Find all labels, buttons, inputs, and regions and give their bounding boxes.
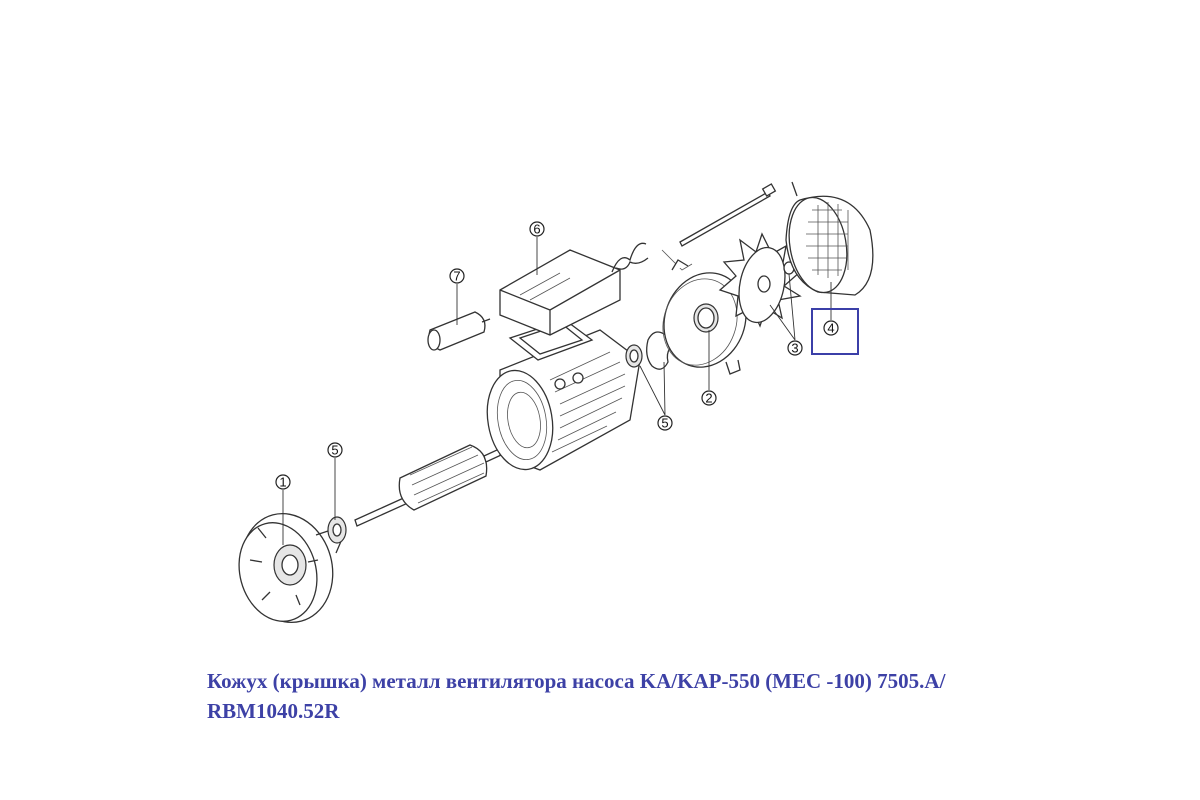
callout-4: 4 <box>823 320 839 336</box>
terminal-box-part <box>499 242 649 336</box>
callout-5-front: 5 <box>327 442 343 458</box>
svg-text:3: 3 <box>791 341 798 356</box>
callout-6: 6 <box>529 221 545 237</box>
svg-text:2: 2 <box>705 391 712 406</box>
svg-text:5: 5 <box>331 443 338 458</box>
svg-text:7: 7 <box>453 269 460 284</box>
product-caption: Кожух (крышка) металл вентилятора насоса… <box>207 666 967 726</box>
stator-housing-part <box>486 319 641 471</box>
fan-cover-part <box>785 181 874 296</box>
rear-bearing-part <box>625 331 672 370</box>
fan-part <box>718 232 802 328</box>
caption-line-1: Кожух (крышка) металл вентилятора насоса… <box>207 669 946 693</box>
svg-text:1: 1 <box>279 475 286 490</box>
callout-3: 3 <box>787 340 803 356</box>
callout-7: 7 <box>449 268 465 284</box>
rear-shield-part <box>662 259 747 375</box>
motor-flange-part <box>238 512 343 624</box>
svg-text:4: 4 <box>827 321 834 336</box>
caption-line-2: RBM1040.52R <box>207 699 340 723</box>
rotor-part <box>354 443 513 527</box>
callout-1: 1 <box>275 474 291 490</box>
front-bearing-part <box>327 516 347 544</box>
callout-2: 2 <box>701 390 717 406</box>
tie-rod-part <box>661 183 777 271</box>
svg-text:6: 6 <box>533 222 540 237</box>
highlight-box <box>811 308 859 355</box>
callout-5-rear: 5 <box>657 415 673 431</box>
capacitor-part <box>427 311 491 351</box>
svg-text:5: 5 <box>661 416 668 431</box>
